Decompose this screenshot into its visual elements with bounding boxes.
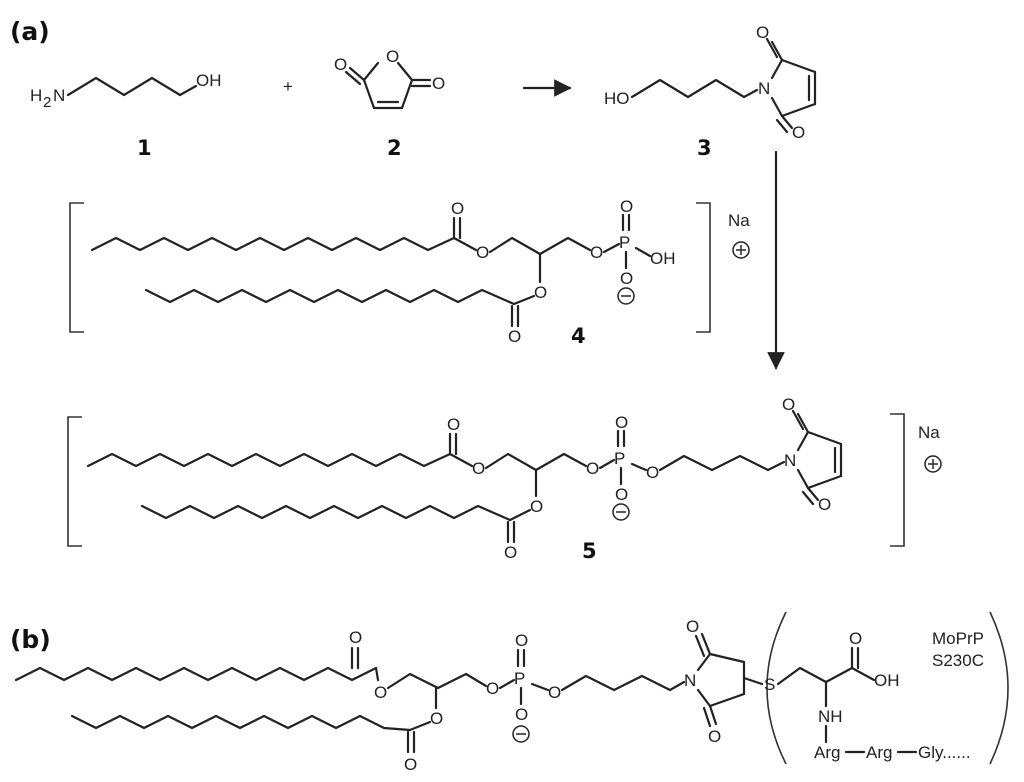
paren-left <box>766 611 787 765</box>
ester-link-o-upper: O <box>476 243 489 262</box>
carbonyl-o-right: O <box>432 74 445 93</box>
imide-o-top: O <box>756 23 769 42</box>
phosphate-o-bridge: O <box>590 243 603 262</box>
bracket-left-5 <box>67 416 82 547</box>
glycerol-backbone <box>484 452 588 472</box>
ester-o-lower: O <box>404 755 417 774</box>
ester-link-o-upper: O <box>374 683 387 702</box>
residue-arg-1: Arg <box>814 743 840 762</box>
phosphate-o-minus: O <box>615 485 628 504</box>
lipid-protein-conjugate: O O O P O O O N O O S O OH <box>14 611 1009 774</box>
amine-subscript: 2 <box>43 94 51 111</box>
glycerol-backbone <box>386 672 488 690</box>
succinimide-o-top: O <box>686 617 699 636</box>
glycerol-backbone <box>488 236 592 256</box>
phosphate-o-bridge-right: O <box>646 463 659 482</box>
c-o-bond <box>178 84 198 97</box>
phosphorus-label: P <box>514 669 525 688</box>
compound-number-2: 2 <box>387 136 402 160</box>
phosphate-o-minus: O <box>620 269 633 288</box>
acyl-chain-lower <box>70 714 412 732</box>
imide-o-top: O <box>782 395 795 414</box>
compound-1-aminobutanol: H 2 N OH <box>30 71 222 111</box>
succinimide-n-label: N <box>684 671 696 690</box>
hydroxyl-label: OH <box>196 71 222 90</box>
imide-o-bottom: O <box>818 495 831 514</box>
compound-number-1: 1 <box>137 136 152 160</box>
carbonyl-o-left: O <box>334 55 347 74</box>
mutation-label: S230C <box>932 651 984 670</box>
paren-right <box>989 611 1009 765</box>
acyl-chain-upper <box>86 452 474 468</box>
compound-number-5: 5 <box>582 539 597 563</box>
phosphate-o-bridge-left: O <box>486 679 499 698</box>
ester-o-upper: O <box>451 199 464 218</box>
acyl-chain-upper <box>14 666 378 682</box>
phosphate-oh: OH <box>650 249 676 268</box>
ester-o-upper: O <box>447 415 460 434</box>
phosphate-o-bridge-right: O <box>548 683 561 702</box>
compound-3-hydroxybutyl-maleimide: HO N O O <box>604 23 817 142</box>
butyl-linker <box>630 78 746 99</box>
ester-o-upper: O <box>349 628 362 647</box>
sodium-label-4: Na <box>728 211 750 230</box>
butyl-linker <box>658 454 786 472</box>
hydroxyl-left-label: HO <box>604 89 630 108</box>
compound-2-maleic-anhydride: O O O <box>334 47 445 110</box>
phosphorus-label: P <box>614 449 625 468</box>
cysteine-side-chain <box>776 666 854 686</box>
compound-5-maleimide-lipid: O O O P O O O N O O O O Na <box>67 395 942 562</box>
carboxyl-o: O <box>849 629 862 648</box>
imide-n-label: N <box>784 451 796 470</box>
compound-number-3: 3 <box>697 136 712 160</box>
residue-arg-2: Arg <box>866 743 892 762</box>
acyl-chain-lower <box>144 288 516 306</box>
thioether-s-label: S <box>764 675 775 694</box>
acyl-chain-upper <box>90 236 478 252</box>
ester-link-o-lower: O <box>530 497 543 516</box>
plus-sign: + <box>283 77 293 96</box>
phosphate-o-minus: O <box>515 705 528 724</box>
phosphate-o-bridge-left: O <box>586 459 599 478</box>
carboxyl-oh: OH <box>874 671 900 690</box>
amine-h-label: H <box>30 86 42 105</box>
sodium-label-5: Na <box>918 423 940 442</box>
ester-link-o-lower: O <box>430 709 443 728</box>
phosphorus-label: P <box>619 233 630 252</box>
butyl-chain <box>66 76 182 97</box>
bracket-right-4 <box>696 202 711 333</box>
amide-nh-label: NH <box>818 707 843 726</box>
compound-4-phosphatidic-acid: O O O P O OH O O O Na <box>69 197 750 346</box>
phosphoryl-o: O <box>515 631 528 650</box>
panel-label-a: (a) <box>10 17 50 46</box>
panel-label-b: (b) <box>10 625 51 654</box>
acyl-chain-lower <box>140 504 512 522</box>
bracket-left-4 <box>69 202 84 333</box>
phosphoryl-o: O <box>615 413 628 432</box>
ring-oxygen-label: O <box>386 47 399 66</box>
residue-gly: Gly...... <box>918 743 971 762</box>
ester-o-lower: O <box>508 327 521 346</box>
phosphoryl-o: O <box>620 197 633 216</box>
ester-link-o-upper: O <box>472 459 485 478</box>
compound-number-4: 4 <box>571 324 586 348</box>
ester-o-lower: O <box>504 543 517 562</box>
imide-o-bottom: O <box>792 123 805 142</box>
protein-name-label: MoPrP <box>932 629 984 648</box>
bracket-right-5 <box>890 413 905 547</box>
succinimide-o-bottom: O <box>708 727 721 746</box>
ester-link-o-lower: O <box>534 283 547 302</box>
amine-n-label: N <box>53 86 65 105</box>
imide-n-label: N <box>758 79 770 98</box>
butyl-linker <box>560 674 686 692</box>
